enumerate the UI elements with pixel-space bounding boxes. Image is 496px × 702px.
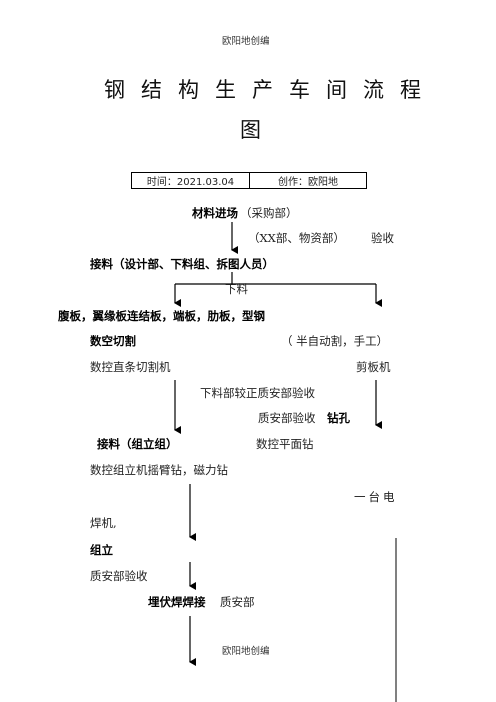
qa-acceptance: 质安部验收 — [90, 569, 148, 583]
cnc-strip-cutter: 数控直条切割机 — [90, 360, 171, 374]
cutting-receive: 接料（设计部、下料组、拆图人员） — [90, 257, 274, 271]
semi-auto-cutting: （ 半自动割，手工） — [281, 334, 389, 348]
page-footer: 欧阳地创编 — [222, 646, 270, 657]
author-cell: 创作：欧阳地 — [249, 172, 367, 189]
departments: （XX部、物资部） — [248, 231, 345, 245]
drilling: 钻孔 — [327, 411, 350, 425]
page-title-continued: 图 — [240, 118, 261, 142]
qa-dept: 质安部 — [220, 595, 255, 609]
parts-list: 腹板，翼缘板连结板，端板，肋板，型钢 — [58, 309, 265, 323]
shearing-machine: 剪板机 — [356, 360, 391, 374]
qa-check: 质安部验收 — [258, 411, 316, 425]
blanking: 下料 — [225, 282, 248, 296]
acceptance: 验收 — [371, 231, 394, 245]
page-header: 欧阳地创编 — [222, 36, 270, 47]
assembly-receive: 接料（组立组） — [97, 437, 178, 451]
submerged-arc-welding: 埋伏焊焊接 — [148, 595, 206, 609]
cnc-assembly-machine: 数控组立机摇臂钻，磁力钻 — [90, 463, 228, 477]
cnc-plane-drill: 数控平面钻 — [256, 437, 314, 451]
purchasing-dept: （采购部） — [240, 206, 298, 220]
page-title: 钢结构生产车间流程 — [104, 78, 437, 102]
info-table: 时间：2021.03.04 创作：欧阳地 — [131, 172, 367, 189]
materials-in: 材料进场 — [192, 206, 238, 220]
blanking-check: 下料部较正质安部验收 — [200, 386, 315, 400]
cnc-cutting: 数空切割 — [90, 334, 136, 348]
welder-label: 焊机, — [90, 516, 117, 530]
assembly: 组立 — [90, 543, 113, 557]
welder-count: 一台电 — [354, 490, 398, 504]
